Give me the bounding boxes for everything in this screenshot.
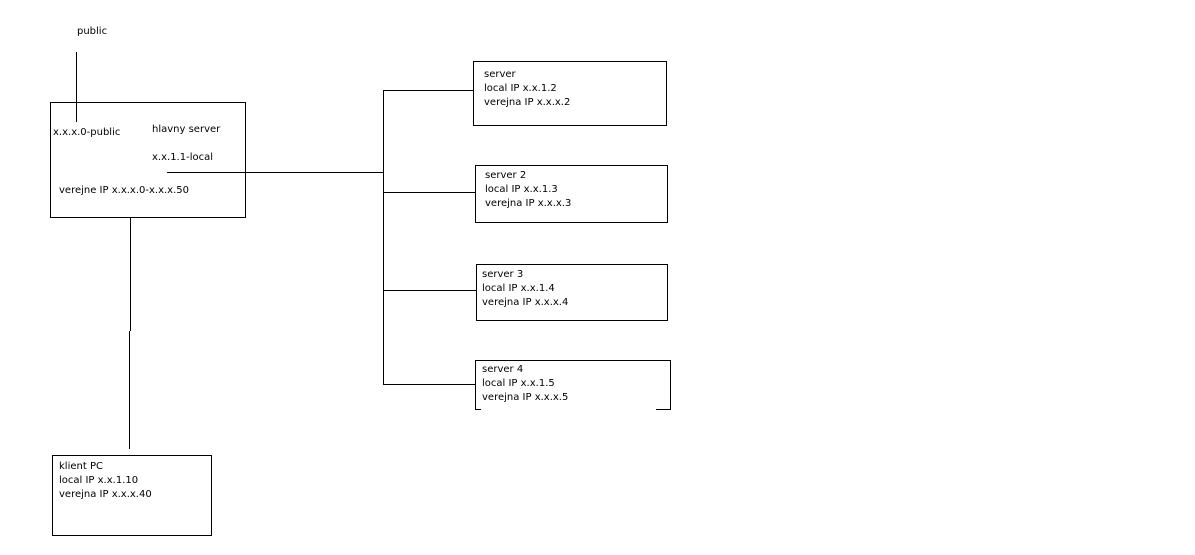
server-3-local-ip: local IP x.x.1.4 (482, 283, 555, 294)
main-server-public-label: x.x.x.0-public (53, 127, 121, 138)
server-4-local-ip: local IP x.x.1.5 (482, 378, 555, 389)
bus-branch-server-4 (383, 384, 476, 385)
server-1-local-ip: local IP x.x.1.2 (484, 83, 557, 94)
bus-branch-server-1 (383, 90, 474, 91)
main-to-client-line-lower (129, 331, 130, 449)
bus-branch-server-3 (383, 290, 477, 291)
server-bus-line (383, 90, 384, 385)
server-1-public-ip: verejna IP x.x.x.2 (484, 97, 571, 108)
server-3-public-ip: verejna IP x.x.x.4 (482, 297, 569, 308)
server-4-public-ip: verejna IP x.x.x.5 (482, 392, 569, 403)
server-box-4-bottom-left (475, 409, 481, 410)
main-server-local-label: x.x.1.1-local (152, 152, 214, 163)
main-to-bus-line (167, 172, 384, 173)
client-pc-name: klient PC (59, 461, 103, 472)
server-box-2 (475, 165, 668, 223)
main-to-client-line-upper (130, 218, 131, 331)
server-box-4-bottom-right (656, 409, 671, 410)
server-3-text: server 3 local IP x.x.1.4 verejna IP x.x… (482, 268, 568, 310)
public-uplink-line (76, 52, 77, 122)
main-server-public-ip-range: verejne IP x.x.x.0-x.x.x.50 (59, 185, 189, 196)
client-pc-local-ip: local IP x.x.1.10 (59, 475, 139, 486)
main-server-title: hlavny server (152, 124, 221, 135)
server-2-text: server 2 local IP x.x.1.3 verejna IP x.x… (485, 169, 571, 211)
client-pc-public-ip: verejna IP x.x.x.40 (59, 489, 152, 500)
server-box-3 (476, 264, 668, 321)
server-2-local-ip: local IP x.x.1.3 (485, 184, 558, 195)
main-server-box (50, 102, 246, 218)
server-4-name: server 4 (482, 364, 524, 375)
server-box-1 (473, 61, 667, 126)
server-1-text: server local IP x.x.1.2 verejna IP x.x.x… (484, 68, 570, 110)
server-2-name: server 2 (485, 170, 527, 181)
server-1-name: server (484, 69, 516, 80)
server-2-public-ip: verejna IP x.x.x.3 (485, 198, 572, 209)
public-label: public (77, 26, 108, 37)
server-box-4 (475, 360, 671, 410)
server-4-text: server 4 local IP x.x.1.5 verejna IP x.x… (482, 363, 568, 405)
server-3-name: server 3 (482, 269, 524, 280)
client-pc-box (52, 455, 212, 536)
bus-branch-server-2 (383, 192, 476, 193)
client-pc-text: klient PC local IP x.x.1.10 verejna IP x… (59, 460, 152, 502)
